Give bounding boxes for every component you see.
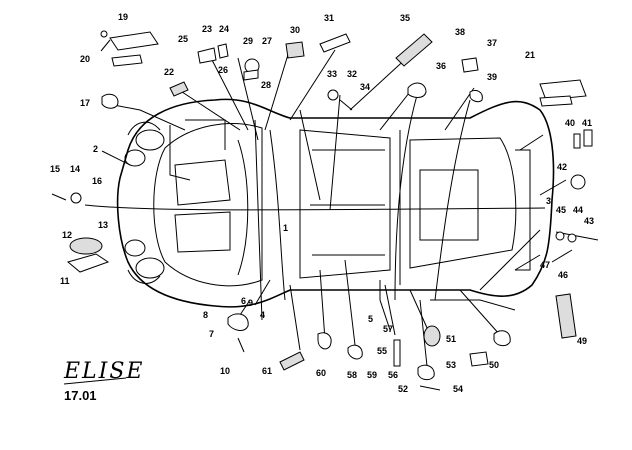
callout-34: 34 (360, 82, 370, 92)
callout-40: 40 (565, 118, 575, 128)
callout-17: 17 (80, 98, 90, 108)
callout-61: 61 (262, 366, 272, 376)
callout-2: 2 (93, 144, 98, 154)
callout-26: 26 (218, 65, 228, 75)
callout-37: 37 (487, 38, 497, 48)
callout-52: 52 (398, 384, 408, 394)
callout-56: 56 (388, 370, 398, 380)
callout-27: 27 (262, 36, 272, 46)
callout-16: 16 (92, 176, 102, 186)
callout-15: 15 (50, 164, 60, 174)
callout-59: 59 (367, 370, 377, 380)
callout-3: 3 (546, 196, 551, 206)
callout-28: 28 (261, 80, 271, 90)
callout-58: 58 (347, 370, 357, 380)
callout-22: 22 (164, 67, 174, 77)
callout-1: 1 (283, 223, 288, 233)
callout-10: 10 (220, 366, 230, 376)
callout-53: 53 (446, 360, 456, 370)
callout-30: 30 (290, 25, 300, 35)
callout-33: 33 (327, 69, 337, 79)
callout-46: 46 (558, 270, 568, 280)
callout-42: 42 (557, 162, 567, 172)
callout-24: 24 (219, 24, 229, 34)
callout-7: 7 (209, 329, 214, 339)
callout-36: 36 (436, 61, 446, 71)
callout-57: 57 (383, 324, 393, 334)
callout-12: 12 (62, 230, 72, 240)
callout-60: 60 (316, 368, 326, 378)
car-body-outline (116, 98, 555, 308)
callout-11: 11 (60, 276, 70, 286)
callout-43: 43 (584, 216, 594, 226)
callout-38: 38 (455, 27, 465, 37)
callout-19: 19 (118, 12, 128, 22)
page-code: 17.01 (64, 388, 97, 403)
callout-45: 45 (556, 205, 566, 215)
callout-29: 29 (243, 36, 253, 46)
logo-underline (63, 377, 127, 385)
callout-6: 6 (241, 296, 246, 306)
callout-35: 35 (400, 13, 410, 23)
callout-54: 54 (453, 384, 463, 394)
callout-51: 51 (446, 334, 456, 344)
callout-31: 31 (324, 13, 334, 23)
callout-9: 9 (248, 298, 253, 308)
callout-4: 4 (260, 310, 265, 320)
callout-47: 47 (540, 260, 550, 270)
callout-41: 41 (582, 118, 592, 128)
callout-50: 50 (489, 360, 499, 370)
callout-21: 21 (525, 50, 535, 60)
callout-13: 13 (98, 220, 108, 230)
callout-5: 5 (368, 314, 373, 324)
callout-20: 20 (80, 54, 90, 64)
callout-25: 25 (178, 34, 188, 44)
callout-23: 23 (202, 24, 212, 34)
callout-55: 55 (377, 346, 387, 356)
leader-lines (100, 39, 567, 367)
callout-8: 8 (203, 310, 208, 320)
harness-wires (84, 84, 546, 331)
callout-44: 44 (573, 205, 583, 215)
callout-49: 49 (577, 336, 587, 346)
callout-39: 39 (487, 72, 497, 82)
callout-32: 32 (347, 69, 357, 79)
callout-14: 14 (70, 164, 80, 174)
component-parts (51, 30, 599, 391)
